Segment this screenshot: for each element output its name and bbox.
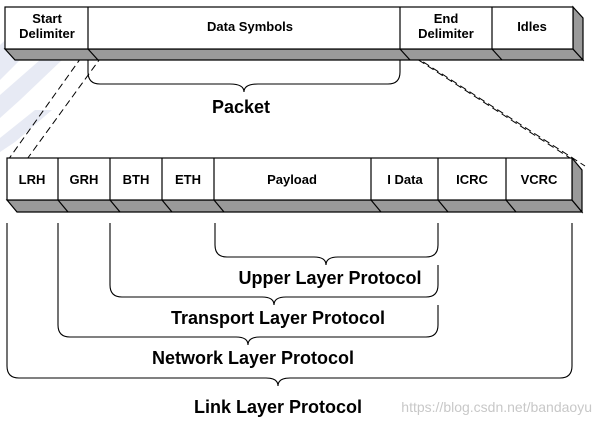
upper-layer-label: Upper Layer Protocol [238,268,421,288]
top-field-bar: Start Delimiter Data Symbols End Delimit… [3,5,585,62]
link-layer-brace: Link Layer Protocol [6,223,573,417]
expansion-lines [7,47,586,167]
network-layer-brace: Network Layer Protocol [57,223,439,368]
field-data-symbols: Data Symbols [207,19,293,34]
field-lrh: LRH [19,172,46,187]
link-layer-label: Link Layer Protocol [194,397,362,417]
packet-brace: Packet [87,60,401,117]
field-icrc: ICRC [456,172,488,187]
field-grh: GRH [70,172,99,187]
transport-layer-brace: Transport Layer Protocol [109,223,439,328]
upper-layer-brace: Upper Layer Protocol [214,223,439,288]
protocol-layer-braces: Upper Layer Protocol Transport Layer Pro… [6,223,573,417]
field-i-data: I Data [387,172,423,187]
bottom-field-bar: LRH GRH BTH ETH Payload I Data ICRC VCRC [5,156,584,214]
field-payload: Payload [267,172,317,187]
watermark-text: https://blog.csdn.net/bandaoyu [401,399,592,415]
field-end-delimiter-line1: End [434,11,459,26]
field-vcrc: VCRC [521,172,558,187]
network-layer-label: Network Layer Protocol [152,348,354,368]
field-idles: Idles [517,19,547,34]
transport-layer-label: Transport Layer Protocol [171,308,385,328]
field-start-delimiter-line2: Delimiter [19,26,75,41]
packet-label: Packet [212,97,270,117]
field-bth: BTH [123,172,150,187]
field-start-delimiter-line1: Start [32,11,62,26]
field-end-delimiter-line2: Delimiter [418,26,474,41]
field-eth: ETH [175,172,201,187]
